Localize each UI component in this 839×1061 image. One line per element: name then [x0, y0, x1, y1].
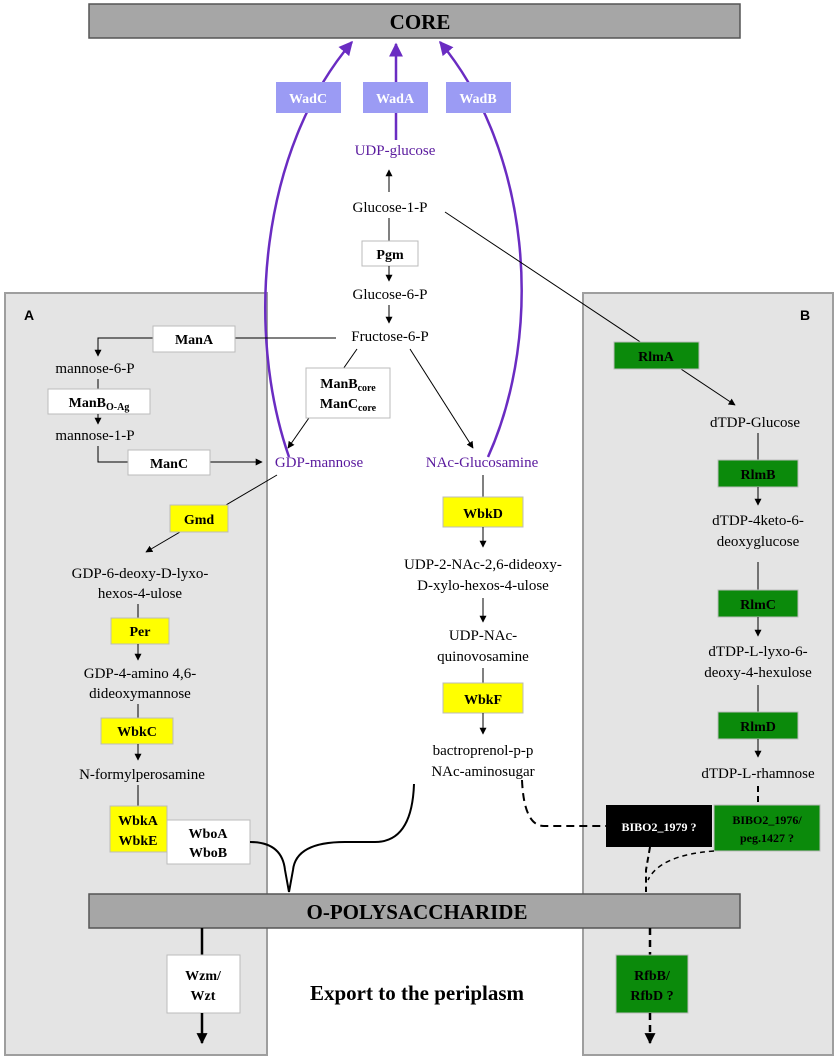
enzyme-rlmd	[717, 711, 799, 740]
metabolite-gdp-4-amino-line1: GDP-4-amino 4,6-	[84, 666, 197, 682]
enzyme-rlmd-label: RlmD	[740, 720, 776, 735]
enzyme-manc	[127, 449, 211, 476]
enzyme-wzt-label: Wzt	[191, 989, 216, 1004]
metabolite-udp-2-nac-line1: UDP-2-NAc-2,6-dideoxy-	[404, 557, 562, 573]
metabolite-dtdp-4keto-line2: deoxyglucose	[717, 534, 800, 550]
panel-a-label: A	[24, 307, 34, 323]
core-title: CORE	[390, 10, 451, 34]
enzyme-wzm-label: Wzm/	[185, 969, 222, 984]
enzyme-wbka-label: WbkA	[118, 814, 159, 829]
metabolite-dtdp-4keto-line1: dTDP-4keto-6-	[712, 513, 804, 529]
enzyme-wada-label: WadA	[376, 92, 415, 107]
enzyme-bibo2-1979-label: BIBO2_1979 ?	[621, 820, 696, 834]
metabolite-bactoprenol-line1: bactroprenol-p-p	[433, 743, 534, 759]
dashed-bibo2-to-o-polysaccharide	[645, 846, 651, 892]
metabolite-udp-2-nac-line2: D-xylo-hexos-4-ulose	[417, 578, 549, 594]
brace-joining-lines	[249, 783, 415, 893]
enzyme-rfbd-label: RfbD ?	[630, 989, 673, 1004]
enzyme-wbkc-label: WbkC	[117, 725, 157, 740]
export-label: Export to the periplasm	[310, 981, 525, 1005]
arrow-fru6p-to-mannose6p	[94, 337, 336, 357]
metabolite-gdp-6-deoxy-line1: GDP-6-deoxy-D-lyxo-	[72, 566, 209, 582]
metabolite-dtdp-glucose: dTDP-Glucose	[710, 415, 800, 431]
metabolite-dtdp-rhamnose: dTDP-L-rhamnose	[701, 766, 815, 782]
enzyme-per	[110, 617, 170, 645]
core-bar	[88, 3, 741, 39]
enzyme-wzm-wzt	[166, 954, 241, 1014]
dashed-bibo2-1976-to-o-polysaccharide	[647, 850, 715, 881]
o-polysaccharide-title: O-POLYSACCHARIDE	[307, 900, 528, 924]
enzyme-wbkd	[442, 496, 524, 528]
metabolite-gdp-6-deoxy-line2: hexos-4-ulose	[98, 586, 182, 602]
enzyme-rlma	[613, 341, 700, 370]
enzyme-wadb	[446, 82, 511, 113]
metabolite-udp-nac-quino-line2: quinovosamine	[437, 649, 529, 665]
enzyme-rlma-label: RlmA	[638, 350, 675, 365]
panel-b-label: B	[800, 307, 810, 323]
enzyme-wboa-label: WboA	[189, 827, 229, 842]
enzyme-wbkf-label: WbkF	[464, 693, 502, 708]
metabolite-gdp-4-amino-line2: dideoxymannose	[89, 686, 191, 702]
dashed-bactoprenol-to-bibo2-1979	[521, 779, 606, 827]
metabolite-mannose-1p: mannose-1-P	[55, 428, 134, 444]
enzyme-wbkd-label: WbkD	[463, 507, 503, 522]
arrow-fru6p-to-nac-glucosamine	[409, 348, 474, 449]
enzyme-gmd	[169, 504, 229, 533]
enzyme-manb-oag-label: ManBO-Ag	[69, 396, 130, 413]
enzyme-wbkc	[100, 717, 174, 745]
enzyme-rfbb-rfbd	[615, 954, 689, 1014]
metabolite-gdp-mannose: GDP-mannose	[275, 455, 364, 471]
metabolite-glucose-1p: Glucose-1-P	[353, 200, 428, 216]
enzyme-mana-label: ManA	[175, 333, 214, 348]
metabolite-dtdp-lyxo-line1: dTDP-L-lyxo-6-	[708, 644, 807, 660]
enzyme-manb-oag	[47, 388, 151, 415]
metabolite-n-formylperosamine: N-formylperosamine	[79, 767, 205, 783]
enzyme-manc-label: ManC	[150, 457, 188, 472]
enzyme-rlmc	[717, 589, 799, 618]
enzyme-manb-manc-core	[305, 367, 391, 419]
enzyme-rfbb-label: RfbB/	[634, 969, 671, 984]
enzyme-bibo2-1976-label-line2: peg.1427 ?	[740, 831, 794, 845]
enzyme-wboa-wbob	[166, 819, 251, 865]
enzyme-gmd-label: Gmd	[184, 513, 215, 528]
enzyme-wbkf	[442, 682, 524, 714]
enzyme-wadc	[276, 82, 341, 113]
metabolite-udp-nac-quino-line1: UDP-NAc-	[449, 628, 517, 644]
metabolite-nac-glucosamine: NAc-Glucosamine	[426, 455, 539, 471]
enzyme-per-label: Per	[130, 625, 151, 640]
enzyme-rlmb-label: RlmB	[741, 468, 776, 483]
metabolite-fructose-6p: Fructose-6-P	[351, 329, 429, 345]
enzyme-manb-core-label: ManBcore	[320, 377, 376, 394]
metabolite-udp-glucose: UDP-glucose	[355, 143, 436, 159]
enzyme-bibo2-1979	[606, 805, 712, 847]
enzyme-bibo2-1976-label-line1: BIBO2_1976/	[732, 813, 802, 827]
enzyme-wada	[363, 82, 428, 113]
enzyme-mana	[152, 325, 236, 353]
enzyme-wbob-label: WboB	[189, 846, 227, 861]
o-polysaccharide-bar	[88, 893, 741, 929]
enzyme-rlmb	[717, 459, 799, 488]
arrow-glc1p-to-dtdp-glucose	[444, 211, 736, 406]
enzyme-pgm	[361, 240, 419, 267]
enzyme-pgm-label: Pgm	[376, 248, 404, 263]
enzyme-wadc-label: WadC	[289, 92, 327, 107]
enzyme-wbka-wbke	[109, 805, 168, 853]
enzyme-bibo2-1976	[713, 804, 821, 852]
metabolite-bactoprenol-line2: NAc-aminosugar	[431, 764, 534, 780]
metabolite-dtdp-lyxo-line2: deoxy-4-hexulose	[704, 665, 812, 681]
enzyme-wadb-label: WadB	[459, 92, 496, 107]
enzyme-wbke-label: WbkE	[119, 834, 158, 849]
metabolite-glucose-6p: Glucose-6-P	[353, 287, 428, 303]
enzyme-rlmc-label: RlmC	[740, 598, 776, 613]
metabolite-mannose-6p: mannose-6-P	[55, 361, 134, 377]
enzyme-manc-core-label: ManCcore	[320, 397, 377, 414]
